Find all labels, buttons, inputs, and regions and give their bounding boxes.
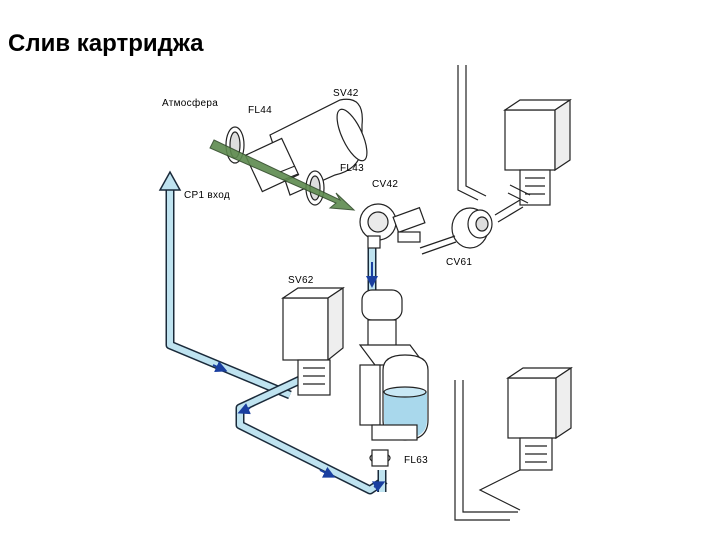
check-valve-cv42 [359,203,426,249]
filter-sv42 [225,98,368,206]
label-sv62: SV62 [288,275,314,286]
cp1-inlet-arrow [158,170,182,191]
solenoid-valve-sv62 [281,286,345,396]
label-cv42: CV42 [372,179,399,190]
label-fl43: FL43 [340,163,364,174]
air-flow-arrow [209,139,356,211]
check-valve-cv61 [419,199,524,255]
label-cv61: CV61 [446,257,473,268]
pipe-network [158,170,388,495]
label-atmosphere: Атмосфера [162,98,219,109]
label-cp1-inlet: CP1 вход [184,190,231,201]
mounting-frame [454,65,521,521]
label-fl63: FL63 [404,455,428,466]
label-fl44: FL44 [248,105,272,116]
trap-assembly [358,289,429,467]
solenoid-valve-bottom [506,366,573,471]
solenoid-valve-top [503,98,572,206]
page-title: Слив картриджа [8,30,204,57]
label-sv42: SV42 [333,88,359,99]
